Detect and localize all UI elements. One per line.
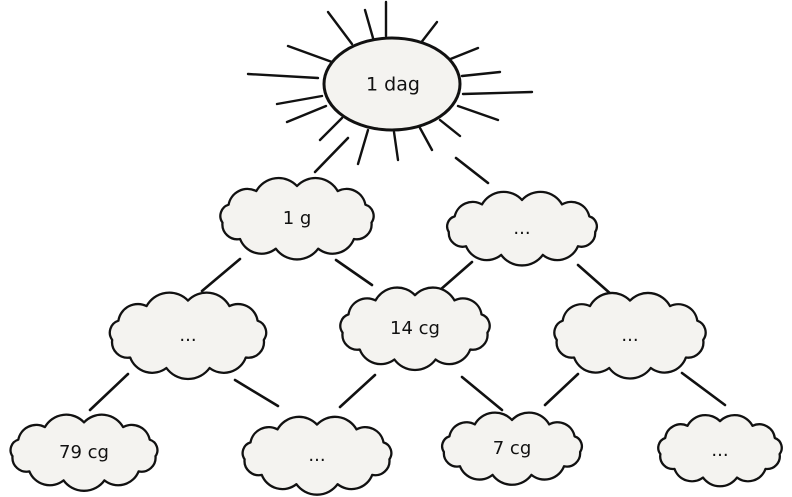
cloud-level2-left-label: ...	[179, 325, 196, 346]
edge-14cg-to-mid	[338, 373, 377, 409]
sun-circle	[322, 36, 462, 132]
sun-node: 1 dag	[322, 36, 462, 132]
cloud-level2-right: ...	[553, 291, 707, 380]
cloud-nodes: 1 g...... 14 cg... 79 cg... 7 cg...	[9, 176, 783, 496]
edge-right-to-far	[680, 371, 727, 407]
edge-14cg-to-7cg	[460, 375, 504, 412]
cloud-1g: 1 g	[219, 176, 375, 261]
cloud-level2-left: ...	[108, 291, 268, 381]
edge-1g-to-left	[200, 257, 242, 293]
sun-rays	[246, 0, 534, 166]
cloud-level3-right: ...	[657, 413, 783, 488]
edge-sun-to-1g	[313, 136, 350, 174]
edge-1g-to-14cg	[334, 258, 374, 287]
cloud-14cg-shape	[339, 286, 491, 372]
cloud-level2-left-shape	[108, 291, 268, 381]
cloud-7cg: 7 cg	[441, 411, 583, 486]
edge-left-to-79cg	[88, 372, 130, 412]
cloud-level3-right-label: ...	[711, 440, 728, 461]
edge-right-to-7cg	[543, 372, 580, 407]
connector-lines	[88, 136, 727, 412]
cloud-1g-shape	[219, 176, 375, 261]
edge-sun-to-right	[454, 156, 490, 185]
edge-right-to-14cg	[438, 260, 474, 292]
cloud-7cg-label: 7 cg	[493, 438, 532, 459]
cloud-level3-mid-left-shape	[241, 415, 393, 496]
cloud-79cg-label: 79 cg	[59, 442, 109, 463]
edge-left-to-mid	[233, 378, 280, 408]
cloud-level3-mid-left: ...	[241, 415, 393, 496]
cloud-level1-right-label: ...	[513, 218, 530, 239]
cloud-level1-right-shape	[446, 190, 598, 267]
edge-right-to-right	[576, 263, 614, 297]
sun-label: 1 dag	[366, 74, 420, 96]
cloud-79cg: 79 cg	[9, 413, 159, 492]
cloud-14cg: 14 cg	[339, 286, 491, 372]
cloud-7cg-shape	[441, 411, 583, 486]
cloud-1g-label: 1 g	[283, 208, 312, 229]
cloud-79cg-shape	[9, 413, 159, 492]
cloud-14cg-label: 14 cg	[390, 318, 440, 339]
cloud-level2-right-label: ...	[621, 325, 638, 346]
cloud-level2-right-shape	[553, 291, 707, 380]
cloud-level3-right-shape	[657, 413, 783, 488]
cloud-level1-right: ...	[446, 190, 598, 267]
cloud-level3-mid-left-label: ...	[308, 445, 325, 466]
